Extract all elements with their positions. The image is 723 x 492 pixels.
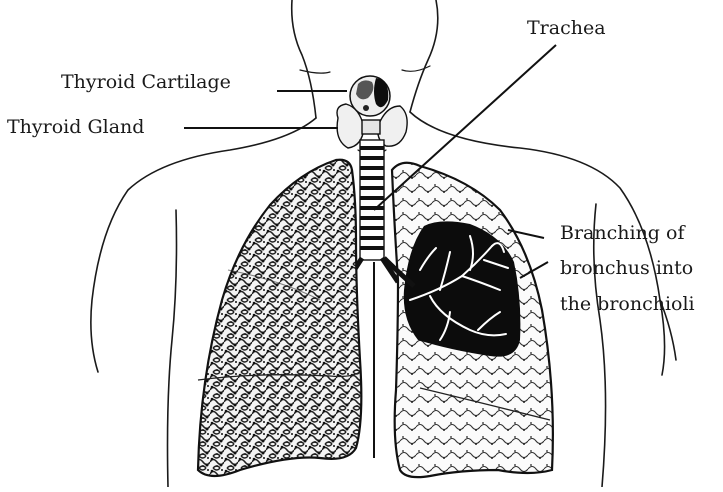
left-side-lung	[198, 160, 361, 476]
branching-label-line2: bronchus into	[560, 259, 693, 278]
branching-label-line3: the bronchioli	[560, 295, 695, 314]
trachea-label: Trachea	[527, 19, 606, 38]
branching-label-line1: Branching of	[560, 224, 684, 243]
thyroid-gland-label: Thyroid Gland	[7, 118, 144, 137]
thyroid-cartilage-label: Thyroid Cartilage	[61, 73, 231, 92]
